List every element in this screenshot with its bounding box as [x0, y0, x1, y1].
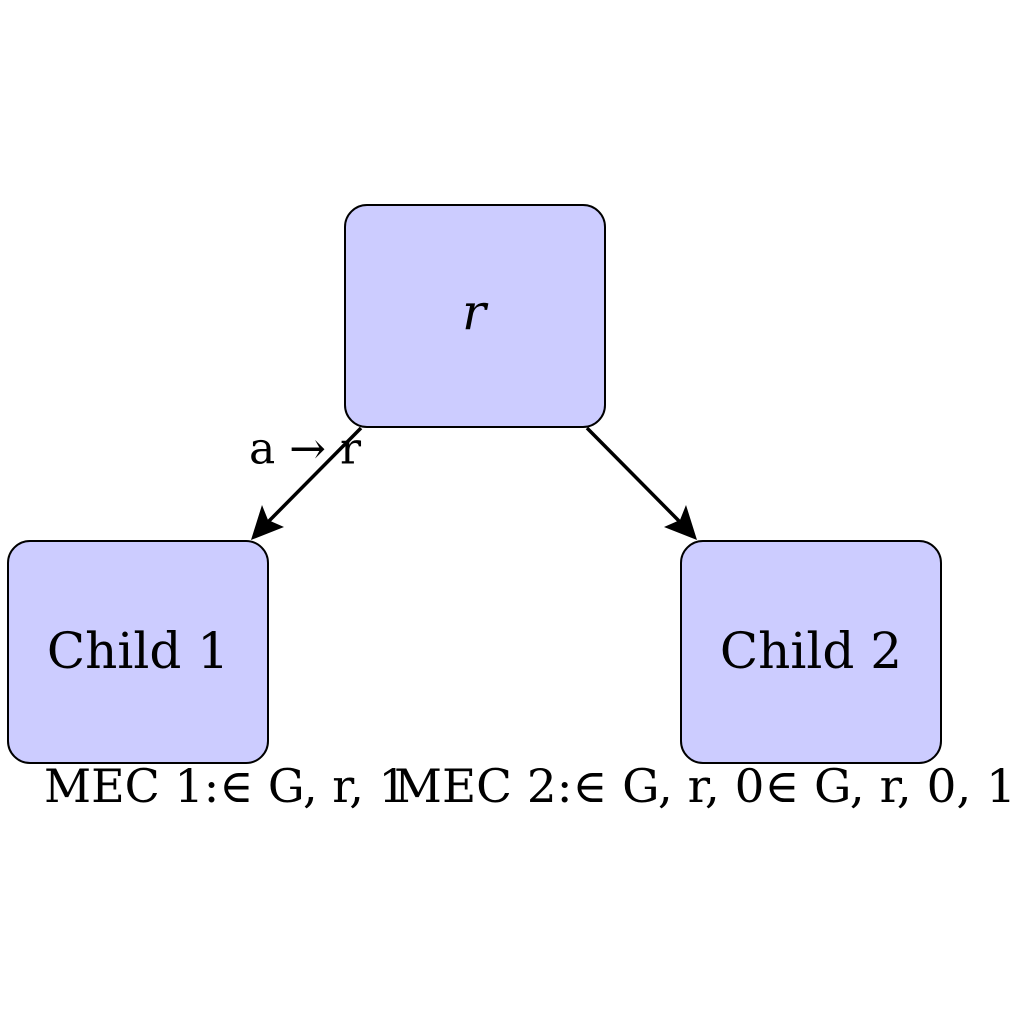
arrowhead-child2: [664, 505, 697, 540]
caption-mec1: MEC 1:∈ G, r, 1: [44, 759, 408, 813]
node-child1-box: [7, 540, 269, 764]
edge-root-to-child1: [251, 426, 363, 540]
node-child2: Child 2: [680, 540, 942, 764]
node-child1: Child 1: [7, 540, 269, 764]
node-root: r: [344, 204, 606, 428]
node-child1-label: Child 1: [47, 622, 229, 680]
edge-root-to-child2: [585, 426, 697, 540]
node-root-box: [344, 204, 606, 428]
arrowhead-child1: [251, 505, 284, 540]
node-child2-box: [680, 540, 942, 764]
caption-mec2: MEC 2:∈ G, r, 0∈ G, r, 0, 1: [394, 759, 1016, 813]
edge-label-root-to-child1: a → r: [249, 424, 362, 475]
node-root-label: r: [462, 283, 489, 341]
node-child2-label: Child 2: [720, 622, 902, 680]
